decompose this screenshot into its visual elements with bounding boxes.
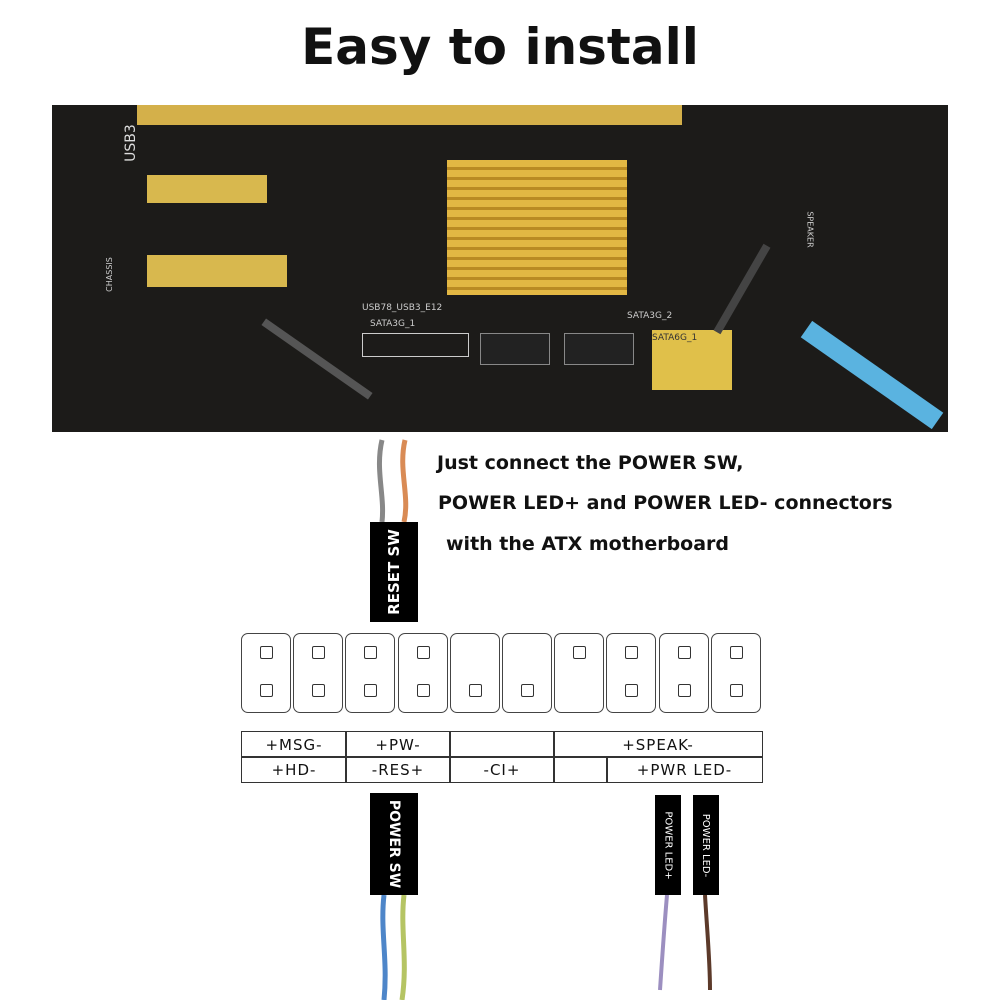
- pin: [677, 646, 691, 659]
- label-empty: [449, 731, 555, 758]
- power-sw-connector: POWER SW: [370, 793, 418, 895]
- instruction-line: with the ATX motherboard: [446, 533, 730, 555]
- pin: [416, 684, 430, 697]
- pin: [729, 646, 743, 659]
- label-msg: +MSG-: [241, 731, 347, 758]
- pin: [625, 646, 639, 659]
- pin: [625, 684, 639, 697]
- pin-cell: [502, 633, 552, 713]
- pin: [312, 684, 326, 697]
- connector-label: POWER LED+: [662, 810, 674, 880]
- label-res: -RES+: [345, 756, 451, 783]
- instruction-line: Just connect the POWER SW,: [437, 452, 744, 474]
- pin-cell: [606, 633, 657, 713]
- pin-cell: [449, 633, 500, 713]
- pin-cell: [554, 633, 605, 713]
- label-hd: +HD-: [241, 756, 347, 783]
- photo-label: USB78_USB3_E12: [362, 303, 443, 313]
- pin: [260, 646, 273, 659]
- power-led-minus-connector: POWER LED-: [693, 795, 719, 895]
- pin-cell: [293, 633, 344, 713]
- pin-cell: [241, 633, 291, 713]
- pin: [260, 684, 273, 697]
- page-title: Easy to install: [301, 18, 699, 76]
- label-ci: -CI+: [449, 756, 555, 783]
- pin: [364, 684, 378, 697]
- connector-label: RESET SW: [385, 529, 403, 615]
- pin: [364, 646, 378, 659]
- instruction-line: POWER LED+ and POWER LED- connectors: [438, 492, 893, 514]
- label-speak: +SPEAK-: [553, 731, 763, 758]
- connector-label: POWER LED-: [700, 813, 712, 877]
- connector-label: POWER SW: [386, 799, 403, 889]
- pin: [312, 646, 326, 659]
- photo-label: SATA6G_1: [652, 333, 698, 343]
- pin-cell: [710, 633, 761, 713]
- label-pw: +PW-: [345, 731, 451, 758]
- pin-cell: [345, 633, 396, 713]
- pin: [521, 684, 534, 697]
- pin: [729, 684, 743, 697]
- pin: [416, 646, 430, 659]
- pin-cell: [658, 633, 709, 713]
- pin-cell: [397, 633, 448, 713]
- pin: [573, 646, 587, 659]
- pin: [468, 684, 482, 697]
- photo-label: SATA3G_2: [627, 311, 673, 321]
- label-pwr-led: +PWR LED-: [606, 756, 763, 783]
- motherboard-photo: USB3 USB78_USB3_E12 SATA3G_1 SATA3G_2 SA…: [52, 105, 948, 432]
- power-led-plus-connector: POWER LED+: [655, 795, 681, 895]
- photo-label: SATA3G_1: [370, 319, 416, 329]
- pin: [677, 684, 691, 697]
- label-empty: [553, 756, 608, 783]
- reset-sw-connector: RESET SW: [370, 522, 418, 622]
